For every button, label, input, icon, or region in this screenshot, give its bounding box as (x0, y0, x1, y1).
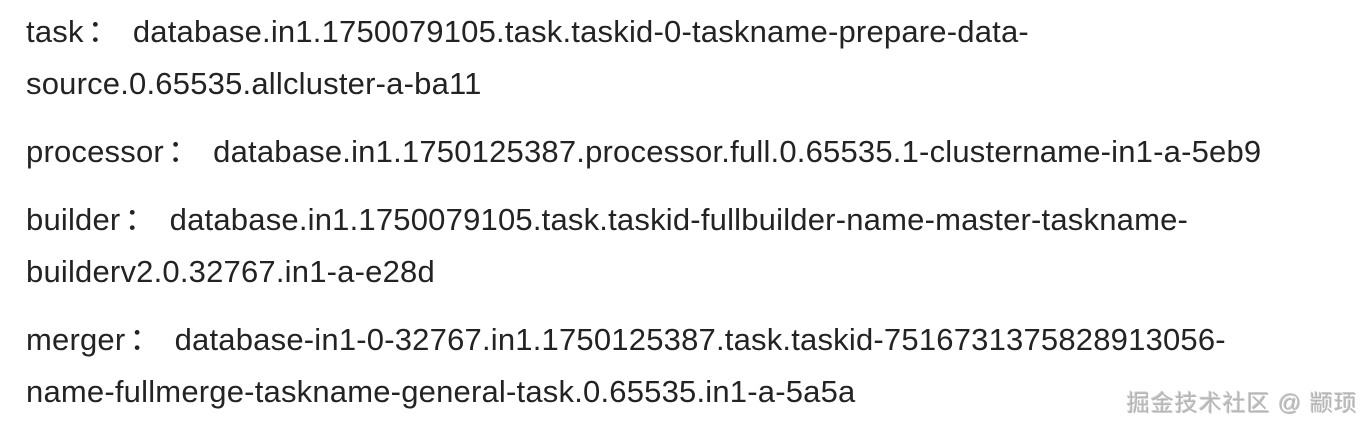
entry-colon: ： (129, 322, 161, 357)
task-id-list: task：database.in1.1750079105.task.taskid… (26, 6, 1300, 418)
entry-colon: ： (167, 134, 200, 169)
entry-value: database.in1.1750079105.task.taskid-0-ta… (26, 14, 1029, 101)
entry-merger: merger：database-in1-0-32767.in1.17501253… (26, 314, 1300, 418)
entry-builder: builder：database.in1.1750079105.task.tas… (26, 194, 1300, 298)
entry-label: task (26, 14, 84, 49)
entry-colon: ： (124, 202, 156, 237)
entry-value: database-in1-0-32767.in1.1750125387.task… (26, 322, 1226, 409)
entry-label: processor (26, 134, 164, 169)
entry-label: merger (26, 322, 126, 357)
entry-task: task：database.in1.1750079105.task.taskid… (26, 6, 1300, 110)
entry-processor: processor： database.in1.1750125387.proces… (26, 126, 1300, 178)
entry-value: database.in1.1750079105.task.taskid-full… (26, 202, 1189, 289)
entry-colon: ： (87, 14, 119, 49)
entry-value: database.in1.1750125387.processor.full.0… (213, 134, 1262, 169)
watermark: 掘金技术社区 @ 颛顼 (1126, 390, 1358, 416)
entry-label: builder (26, 202, 121, 237)
